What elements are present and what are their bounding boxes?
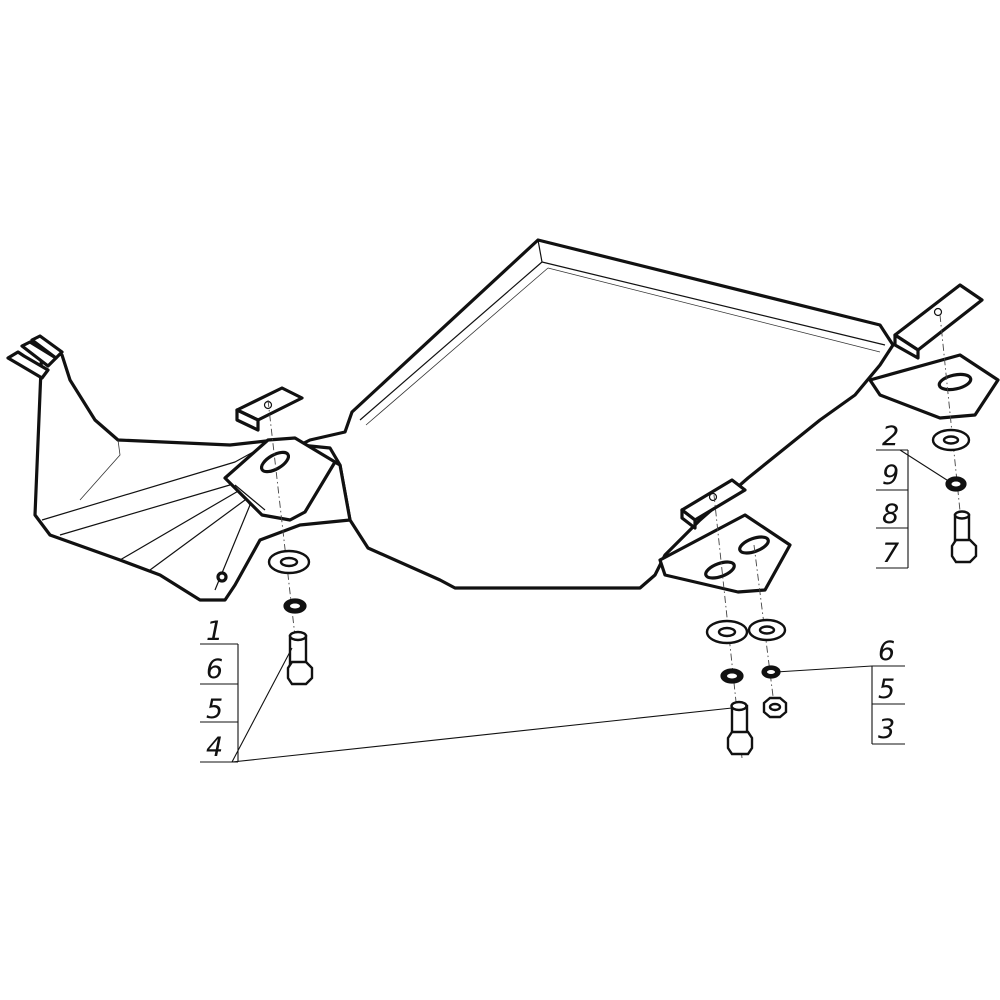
rb-bolt bbox=[726, 700, 754, 756]
left-bolt bbox=[286, 630, 314, 686]
right-bottom-hardware-stack bbox=[705, 618, 788, 756]
callout-left-6: 6 bbox=[206, 654, 223, 685]
right-top-bracket bbox=[868, 283, 1000, 420]
right-bottom-bracket bbox=[658, 478, 792, 594]
left-hardware-stack bbox=[267, 549, 314, 686]
callout-rt-2: 2 bbox=[882, 421, 899, 452]
callout-rb-3: 3 bbox=[878, 714, 895, 745]
rb-nut bbox=[762, 696, 788, 719]
right-top-hardware-stack bbox=[931, 428, 978, 564]
callout-rt-8: 8 bbox=[882, 499, 899, 530]
callout-left-5: 5 bbox=[206, 694, 223, 725]
rt-bolt bbox=[950, 510, 978, 564]
skid-plate-left-wing bbox=[33, 343, 352, 602]
callout-rt-7: 7 bbox=[882, 538, 899, 569]
right-bottom-slot-lower bbox=[704, 560, 736, 580]
skid-plate-main-panel bbox=[298, 238, 895, 590]
callout-rb-5: 5 bbox=[878, 674, 895, 705]
skid-plate-upper-flange bbox=[359, 239, 886, 421]
callout-right-bottom-stack: 6 5 3 bbox=[775, 636, 905, 745]
callout-left-4: 4 bbox=[206, 732, 223, 763]
skid-plate-hook-tab bbox=[6, 350, 50, 380]
right-top-nut-plate bbox=[893, 283, 984, 352]
callout-rb-6: 6 bbox=[878, 636, 895, 667]
skid-plate bbox=[6, 238, 895, 602]
right-top-slot bbox=[937, 372, 973, 392]
callout-right-top-stack: 2 9 8 7 bbox=[876, 421, 951, 569]
callout-left-stack: 1 6 5 4 bbox=[200, 616, 733, 763]
callout-left-1: 1 bbox=[206, 616, 223, 647]
callout-rt-9: 9 bbox=[882, 460, 899, 491]
